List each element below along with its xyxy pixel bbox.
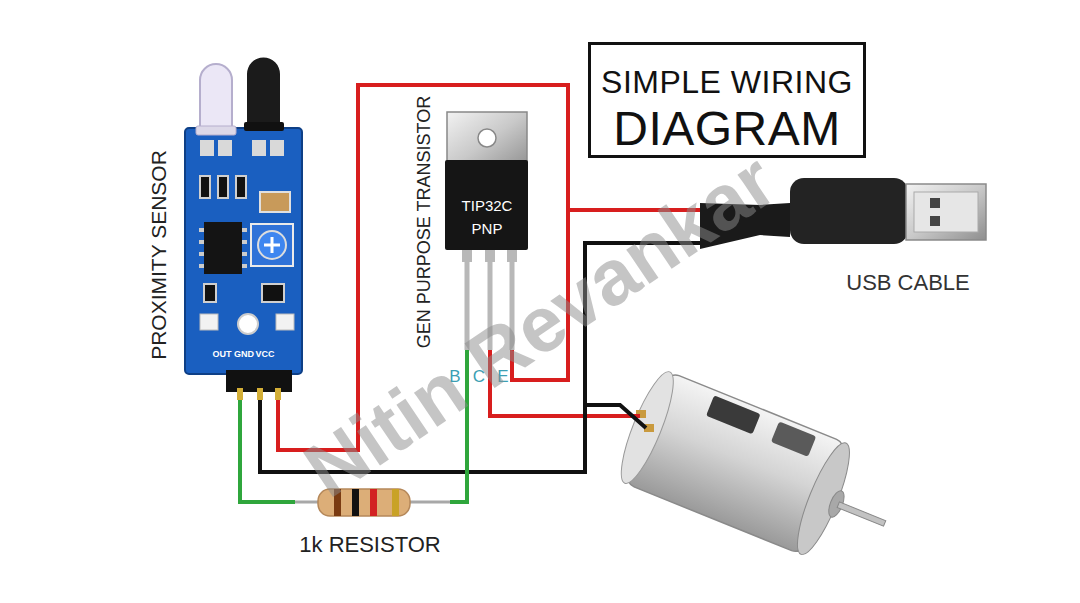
pin-label: GND [234, 350, 254, 359]
title-box: SIMPLE WIRING DIAGRAM [588, 42, 866, 158]
usb-cable-part [930, 216, 940, 226]
dc-motor-part-part [612, 367, 683, 489]
wire [260, 243, 700, 472]
transistor-package-part [478, 129, 496, 147]
proximity-sensor-board-part [238, 314, 258, 334]
pin-label: B [449, 368, 460, 385]
dc-motor-part-part [771, 421, 816, 456]
transistor-package-part [507, 250, 517, 262]
proximity-sensor-board-part [200, 314, 218, 330]
transistor: GEN PURPOSE TRANSISTOR TIP32C PNP [410, 90, 535, 350]
proximity-sensor-board-part [264, 237, 280, 253]
proximity-sensor-board-part [199, 240, 204, 244]
proximity-sensor-board-part [244, 122, 284, 131]
proximity-sensor-board-part [199, 252, 204, 256]
proximity-sensor-board-part [270, 140, 284, 156]
dc-motor-part [612, 367, 907, 579]
pin-label: OUT [213, 350, 232, 359]
part-type: PNP [472, 221, 503, 236]
component-label: PROXIMITY SENSOR [148, 150, 169, 360]
proximity-sensor-board-part [262, 284, 284, 302]
proximity-sensor-board-part [242, 228, 247, 232]
proximity-sensor-board-part [260, 192, 290, 212]
watermark: Nitin Revankar [292, 140, 788, 510]
pin-label: E [497, 368, 508, 385]
proximity-sensor-board-part [275, 388, 281, 400]
proximity-sensor-board-part [199, 228, 204, 232]
resistor-symbol-part [352, 489, 359, 516]
component-label: 1k RESISTOR [299, 534, 440, 556]
proximity-sensor-board-part [247, 58, 280, 129]
proximity-sensor-board-part [242, 240, 247, 244]
proximity-sensor-board [185, 58, 302, 401]
transistor-package-part [485, 250, 495, 262]
resistor-symbol [295, 489, 450, 516]
usb-cable-part [700, 203, 790, 249]
resistor-symbol-part [318, 489, 410, 516]
usb-cable-part [790, 178, 908, 244]
usb-cable: USB CABLE [700, 170, 990, 300]
resistor-symbol-part [370, 489, 377, 516]
transistor-package-part [467, 262, 512, 350]
proximity-sensor-board-part [196, 126, 236, 135]
transistor-package [445, 112, 528, 350]
transistor-package-part [462, 250, 472, 262]
usb-cable-part [914, 192, 978, 232]
dc-motor-part-part [837, 502, 886, 526]
transistor-package-part [445, 160, 528, 250]
resistor-symbol-part [334, 489, 341, 516]
resistor-symbol-part [392, 489, 399, 516]
component-label: USB CABLE [846, 272, 970, 294]
proximity-sensor-board-part [218, 176, 228, 198]
component-label: GEN PURPOSE TRANSISTOR [415, 96, 433, 348]
proximity-sensor-board-part [204, 222, 242, 274]
proximity-sensor-board-part [200, 140, 214, 156]
resistor: 1k RESISTOR [295, 487, 450, 563]
proximity-sensor-board-part [242, 252, 247, 256]
proximity-sensor: PROXIMITY SENSOR OUTGNDVCC [140, 52, 305, 400]
dc-motor-part-part [788, 438, 859, 560]
motor-wire-part [585, 405, 646, 428]
proximity-sensor-board-part [204, 284, 216, 302]
proximity-sensor-board-part [251, 224, 293, 266]
proximity-sensor-board-part [237, 388, 243, 400]
usb-cable-part [906, 184, 986, 240]
pin-label: C [473, 368, 485, 385]
pin-label: VCC [255, 350, 274, 359]
wire [240, 400, 295, 502]
proximity-sensor-board-part [236, 176, 246, 198]
proximity-sensor-board-part [258, 231, 286, 259]
proximity-sensor-board-part [257, 388, 263, 400]
dc-motor [612, 367, 907, 579]
proximity-sensor-board-part [185, 128, 302, 374]
diagram-title: SIMPLE WIRING DIAGRAM [591, 45, 863, 155]
proximity-sensor-board-part [276, 314, 294, 330]
usb-cable [700, 178, 986, 249]
proximity-sensor-board-part [218, 140, 232, 156]
proximity-sensor-board-part [200, 176, 210, 198]
usb-cable-part [930, 198, 940, 208]
wire [512, 210, 700, 380]
proximity-sensor-board-part [242, 264, 247, 268]
wire [450, 350, 467, 502]
dc-motor-part-part [706, 395, 761, 434]
proximity-sensor-board-part [200, 64, 232, 132]
part-number: TIP32C [462, 198, 513, 213]
proximity-sensor-board-part [199, 264, 204, 268]
proximity-sensor-board-part [252, 140, 266, 156]
